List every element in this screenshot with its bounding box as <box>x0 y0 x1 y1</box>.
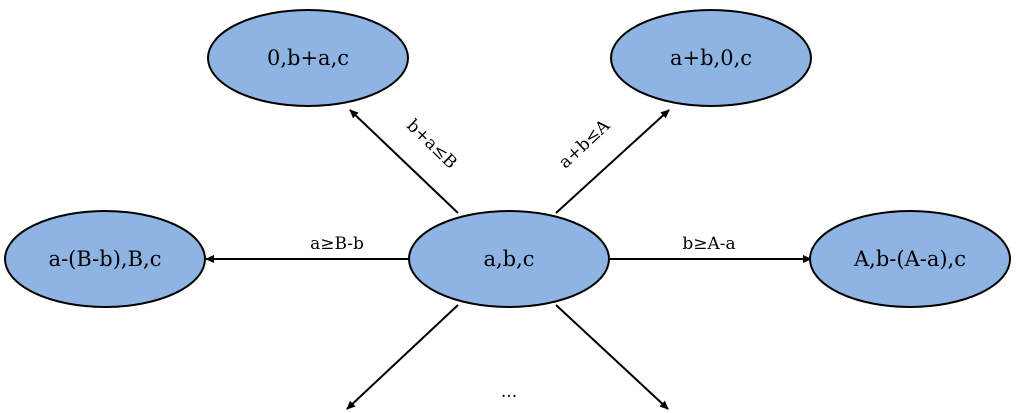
node-center-label: a,b,c <box>483 247 534 271</box>
node-right: A,b-(A-a),c <box>809 210 1011 308</box>
node-top-left: 0,b+a,c <box>207 9 409 107</box>
edge-down-right <box>555 304 669 410</box>
node-top-left-label: 0,b+a,c <box>267 46 349 70</box>
node-top-right: a+b,0,c <box>610 9 812 107</box>
node-left: a-(B-b),B,c <box>4 210 206 308</box>
edge-left-label: a≥B-b <box>310 234 364 254</box>
edge-up-right <box>555 109 670 214</box>
edge-up-left <box>349 109 459 214</box>
node-center: a,b,c <box>408 210 610 308</box>
node-top-right-label: a+b,0,c <box>670 46 752 70</box>
edge-right-label: b≥A-a <box>682 234 735 254</box>
node-left-label: a-(B-b),B,c <box>49 247 162 271</box>
more-transitions-ellipsis: ... <box>501 382 517 402</box>
edge-up-right-label: a+b≤A <box>555 115 614 172</box>
node-right-label: A,b-(A-a),c <box>853 247 966 271</box>
edge-up-left-label: b+a≤B <box>402 116 460 173</box>
edge-down-left <box>346 304 459 410</box>
